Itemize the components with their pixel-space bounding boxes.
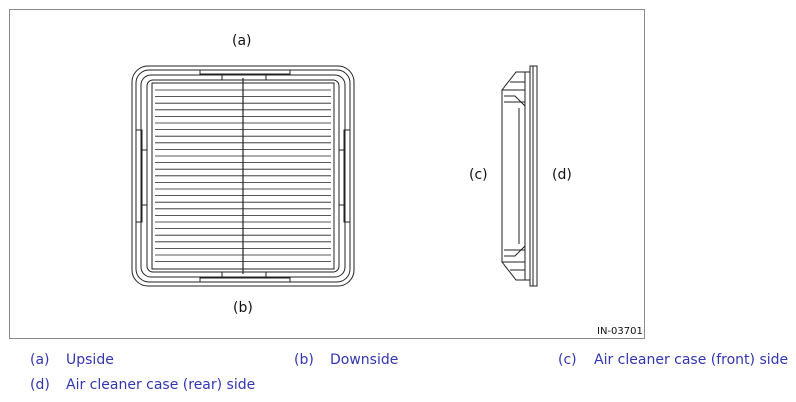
- callout-d: (d): [552, 167, 572, 183]
- figure-code: IN-03701: [597, 326, 643, 337]
- legend-key: (a): [30, 352, 50, 368]
- legend-key: (d): [30, 377, 50, 393]
- legend-key: (b): [294, 352, 314, 368]
- legend-item-c: (c) Air cleaner case (front) side: [558, 351, 788, 369]
- legend-text: Upside: [66, 352, 114, 368]
- legend-key: (c): [558, 352, 577, 368]
- legend-item-a: (a) Upside: [30, 351, 114, 369]
- callout-c: (c): [469, 167, 488, 183]
- callout-b: (b): [233, 300, 253, 316]
- legend-item-d: (d) Air cleaner case (rear) side: [30, 376, 255, 394]
- filter-pleats: [155, 89, 331, 263]
- legend-text: Air cleaner case (front) side: [594, 352, 789, 368]
- callout-a: (a): [232, 33, 252, 49]
- legend-text: Air cleaner case (rear) side: [66, 377, 256, 393]
- filter-diagram: (a) (b) (c) (d) IN-03701: [9, 9, 645, 339]
- filter-side-view: [501, 65, 538, 287]
- legend-item-b: (b) Downside: [294, 351, 398, 369]
- legend-text: Downside: [330, 352, 399, 368]
- diagram-drawing: [131, 65, 538, 287]
